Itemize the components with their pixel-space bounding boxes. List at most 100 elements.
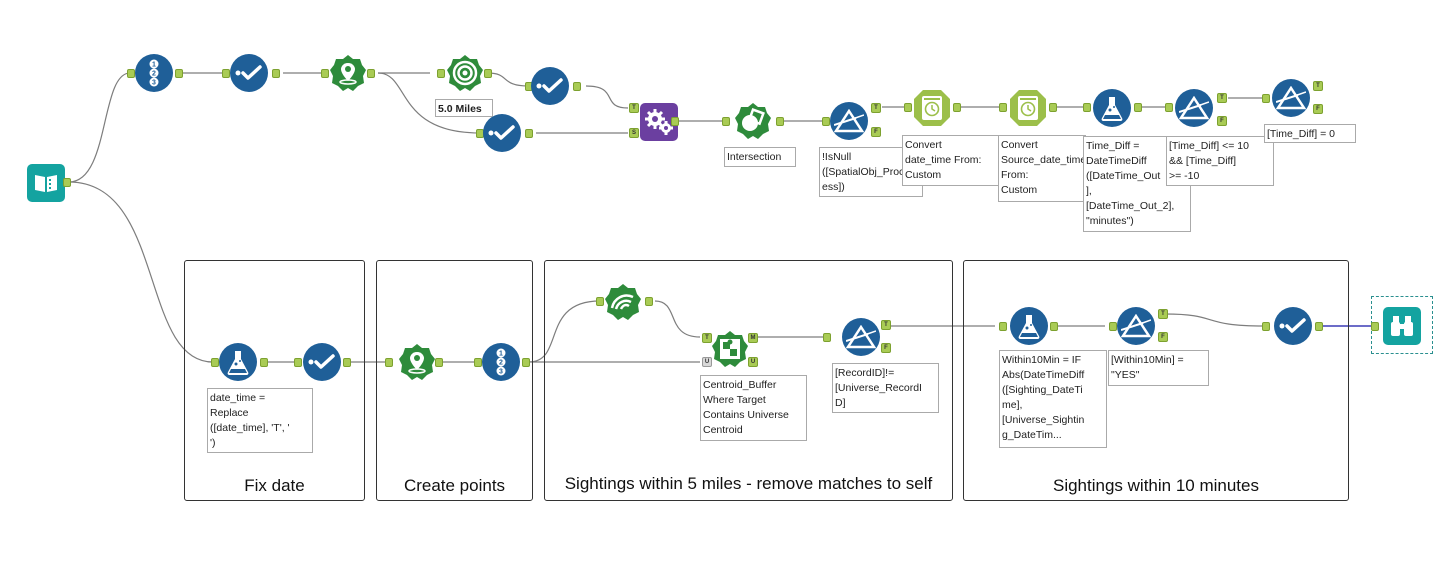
datetime-tool[interactable] <box>1009 89 1047 127</box>
output-anchor[interactable] <box>1050 322 1058 331</box>
input-anchor[interactable] <box>1371 322 1379 331</box>
false-anchor[interactable]: F <box>871 127 881 137</box>
input-anchor[interactable] <box>999 103 1007 112</box>
input-anchor[interactable] <box>321 69 329 78</box>
gears-icon <box>645 109 673 135</box>
false-anchor[interactable]: F <box>1217 116 1227 126</box>
select-tool[interactable] <box>531 67 569 105</box>
filter-tool[interactable] <box>842 318 880 356</box>
input-anchor[interactable] <box>823 333 831 342</box>
true-anchor[interactable]: T <box>881 320 891 330</box>
spatial-match-icon <box>735 103 771 139</box>
formula-tool[interactable] <box>1010 307 1048 345</box>
create-points-tool[interactable] <box>329 54 367 92</box>
output-anchor[interactable] <box>63 178 71 187</box>
false-anchor[interactable]: F <box>1158 332 1168 342</box>
input-anchor[interactable] <box>1083 103 1091 112</box>
output-anchor[interactable] <box>272 69 280 78</box>
map-pin-icon <box>399 344 435 380</box>
formula-tool[interactable] <box>1093 89 1131 127</box>
true-anchor[interactable]: T <box>1217 93 1227 103</box>
filter-annotation: [Time_Diff] = 0 <box>1264 124 1356 143</box>
input-anchor[interactable] <box>1262 94 1270 103</box>
input-anchor[interactable] <box>211 358 219 367</box>
input-anchor[interactable] <box>999 322 1007 331</box>
select-tool[interactable] <box>230 54 268 92</box>
clock-icon <box>1010 90 1046 126</box>
filter-tool[interactable] <box>1272 79 1310 117</box>
trade-area-tool[interactable] <box>446 54 484 92</box>
target-anchor[interactable]: T <box>702 333 712 343</box>
output-anchor[interactable] <box>776 117 784 126</box>
input-anchor[interactable] <box>1165 103 1173 112</box>
universe-anchor[interactable]: U <box>748 357 758 367</box>
input-anchor[interactable] <box>437 69 445 78</box>
select-tool[interactable] <box>483 114 521 152</box>
select-tool[interactable] <box>303 343 341 381</box>
flask-icon <box>227 351 249 375</box>
output-anchor[interactable] <box>484 69 492 78</box>
output-anchor[interactable] <box>671 117 679 126</box>
input-anchor[interactable] <box>596 297 604 306</box>
true-anchor[interactable]: T <box>1313 81 1323 91</box>
select-tool[interactable] <box>1274 307 1312 345</box>
output-anchor[interactable] <box>367 69 375 78</box>
input-anchor[interactable] <box>474 358 482 367</box>
input-anchor[interactable] <box>294 358 302 367</box>
output-anchor[interactable] <box>573 82 581 91</box>
container-fix-date[interactable]: Fix date <box>184 260 365 501</box>
filter-prism-icon <box>1179 96 1209 120</box>
select-check-icon <box>234 64 264 82</box>
input-anchor[interactable] <box>1109 322 1117 331</box>
output-anchor[interactable] <box>343 358 351 367</box>
create-points-tool[interactable] <box>398 343 436 381</box>
book-icon <box>32 171 60 195</box>
datetime-tool[interactable] <box>913 89 951 127</box>
output-anchor[interactable] <box>260 358 268 367</box>
false-anchor[interactable]: F <box>1313 104 1323 114</box>
container-sightings-10min[interactable]: Sightings within 10 minutes <box>963 260 1349 501</box>
output-anchor[interactable] <box>522 358 530 367</box>
match-anchor[interactable]: M <box>748 333 758 343</box>
input-anchor[interactable] <box>385 358 393 367</box>
output-anchor[interactable] <box>175 69 183 78</box>
universe-anchor[interactable]: U <box>702 357 712 367</box>
input-data-tool[interactable] <box>27 164 65 202</box>
true-anchor[interactable]: T <box>871 103 881 113</box>
source-anchor[interactable]: S <box>629 128 639 138</box>
puzzle-icon <box>712 331 748 367</box>
spatial-match-tool[interactable] <box>711 330 749 368</box>
container-sightings-5mi[interactable]: Sightings within 5 miles - remove matche… <box>544 260 953 501</box>
select-check-icon <box>535 77 565 95</box>
input-anchor[interactable] <box>722 117 730 126</box>
output-anchor[interactable] <box>525 129 533 138</box>
buffer-tool[interactable] <box>604 283 642 321</box>
input-anchor[interactable] <box>822 117 830 126</box>
input-anchor[interactable] <box>127 69 135 78</box>
formula-tool[interactable] <box>219 343 257 381</box>
spatial-match-annotation: Intersection <box>724 147 796 167</box>
output-anchor[interactable] <box>645 297 653 306</box>
filter-tool[interactable] <box>1117 307 1155 345</box>
true-anchor[interactable]: T <box>1158 309 1168 319</box>
output-anchor[interactable] <box>1134 103 1142 112</box>
output-anchor[interactable] <box>435 358 443 367</box>
input-anchor[interactable] <box>222 69 230 78</box>
output-anchor[interactable] <box>1049 103 1057 112</box>
output-anchor[interactable] <box>953 103 961 112</box>
target-anchor[interactable]: T <box>629 103 639 113</box>
input-anchor[interactable] <box>904 103 912 112</box>
container-title: Create points <box>403 476 506 495</box>
container-create-points[interactable]: Create points <box>376 260 533 501</box>
output-anchor[interactable] <box>1315 322 1323 331</box>
filter-tool[interactable] <box>1175 89 1213 127</box>
false-anchor[interactable]: F <box>881 343 891 353</box>
input-anchor[interactable] <box>1262 322 1270 331</box>
spatial-match-tool[interactable] <box>734 102 772 140</box>
filter-tool[interactable] <box>830 102 868 140</box>
browse-tool[interactable] <box>1383 307 1421 345</box>
